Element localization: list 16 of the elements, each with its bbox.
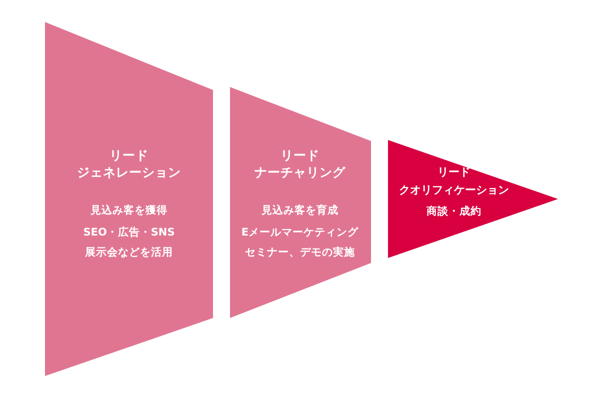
funnel-stage <box>230 87 371 319</box>
stage-description: 商談・成約 <box>426 206 482 218</box>
stage-title: リード <box>280 148 320 162</box>
stage-title: ナーチャリング <box>254 164 346 180</box>
stage-title: クオリフィケーション <box>399 183 509 197</box>
stage-title: ジェネレーション <box>77 164 181 180</box>
funnel-stage <box>45 22 213 377</box>
stage-title: リード <box>438 165 470 179</box>
stage-description: 見込み客を獲得 <box>90 204 168 218</box>
stage-description: 見込み客を育成 <box>262 204 338 218</box>
stage-description: SEO・広告・SNS <box>83 226 175 240</box>
stage-description: セミナー、デモの実施 <box>245 246 355 260</box>
stage-description: 展示会などを活用 <box>85 246 173 260</box>
funnel-stage <box>388 140 559 259</box>
stage-title: リード <box>110 148 148 162</box>
stage-description: Eメールマーケティング <box>241 226 359 240</box>
